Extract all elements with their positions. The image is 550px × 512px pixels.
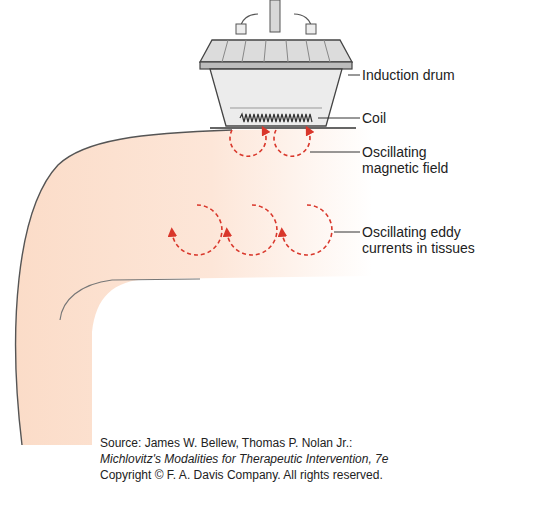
pole [270,0,280,32]
source-line: Source: James W. Bellew, Thomas P. Nolan… [100,436,352,451]
source-line: Copyright © F. A. Davis Company. All rig… [100,468,383,483]
arm-underside [60,279,200,320]
drum-inner-line [230,108,322,109]
leader-lines [310,75,360,232]
skin-surface-line [210,127,356,128]
connector [236,24,246,34]
connector [306,24,316,34]
magnetic-field-loops [230,130,310,156]
drum-rim [200,62,352,69]
coil-winding [240,114,312,122]
part-label: Coil [362,110,542,126]
source-line: Michlovitz's Modalities for Therapeutic … [100,452,388,467]
part-label: Induction drum [362,67,542,83]
cables [240,14,312,32]
lid-ribs [222,40,330,62]
drum-body [210,69,342,126]
part-label: Oscillating magnetic field [362,144,472,176]
eddy-current-loops [172,205,332,255]
drum-lid [200,40,352,62]
part-label: Oscillating eddy currents in tissues [362,224,512,256]
arm-fill [16,128,372,445]
arm-outline [16,130,232,445]
